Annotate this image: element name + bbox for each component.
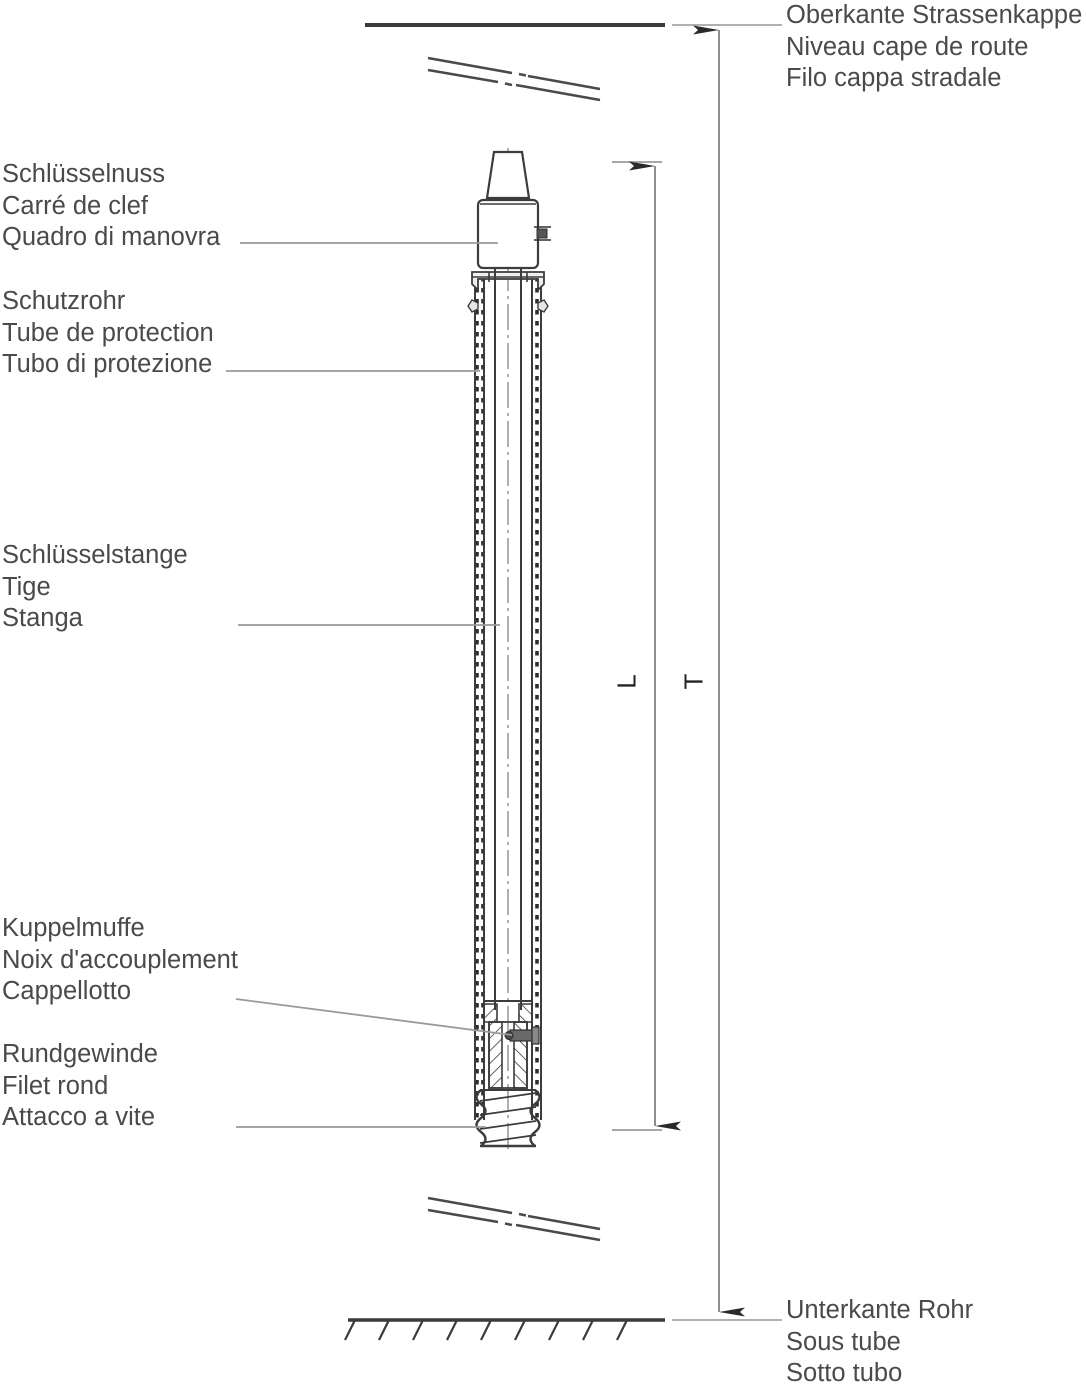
callout-schluesselstange-it: Stanga xyxy=(2,604,83,632)
callout-schutzrohr-de: Schutzrohr xyxy=(2,287,126,315)
protective-tube-left-wall-hatch xyxy=(475,277,484,1120)
callout-schluesselnuss-fr: Carré de clef xyxy=(2,191,148,220)
collar-lug-right xyxy=(537,299,549,313)
callout-rundgewinde-de: Rundgewinde xyxy=(2,1040,158,1068)
callout-rundgewinde-it: Attacco a vite xyxy=(2,1103,156,1131)
callout-schutzrohr: Schutzrohr Tube de protection Tubo di pr… xyxy=(2,286,214,381)
coupling-seat-right xyxy=(518,1003,533,1023)
callout-schluesselnuss-de: Schlüsselnuss xyxy=(2,160,165,188)
key-nut-taper xyxy=(485,150,531,200)
callout-schluesselstange-fr: Tige xyxy=(2,572,51,601)
schutzrohr-part xyxy=(467,271,549,1120)
leader-lines-group xyxy=(226,242,513,1128)
dimension-label-L: L xyxy=(611,674,642,689)
ground-hatch-marks xyxy=(344,1319,628,1341)
callout-schutzrohr-it: Tubo di protezione xyxy=(2,350,213,378)
callout-kuppelmuffe-fr: Noix d'accouplement xyxy=(2,945,238,974)
coupling-seat-left xyxy=(483,1003,498,1023)
schluesselnuss-part xyxy=(476,150,551,270)
callout-kuppelmuffe: Kuppelmuffe Noix d'accouplement Cappello… xyxy=(2,913,238,1008)
callout-oberkante-strassenkappe: Oberkante Strassenkappe Niveau cape de r… xyxy=(786,0,1082,95)
callout-kuppelmuffe-de: Kuppelmuffe xyxy=(2,914,145,942)
thread-left-profile xyxy=(475,1089,487,1147)
ground-hatched-line-group xyxy=(344,1318,782,1341)
thread-helix-lines xyxy=(479,1092,537,1144)
callout-oberkante-strassenkappe-it: Filo cappa stradale xyxy=(786,64,1002,92)
callout-schluesselstange-de: Schlüsselstange xyxy=(2,541,188,569)
callout-oberkante-strassenkappe-fr: Niveau cape de route xyxy=(786,32,1029,61)
callout-schluesselnuss-it: Quadro di manovra xyxy=(2,223,221,251)
callout-schluesselnuss: Schlüsselnuss Carré de clef Quadro di ma… xyxy=(2,159,220,254)
callout-oberkante-strassenkappe-de: Oberkante Strassenkappe xyxy=(786,1,1083,29)
callout-schluesselstange: Schlüsselstange Tige Stanga xyxy=(2,540,188,635)
kuppelmuffe-part xyxy=(483,1000,540,1089)
protective-tube-right-wall-hatch xyxy=(532,277,541,1120)
coupling-sleeve-outline xyxy=(488,1021,528,1089)
schluesselstange-part xyxy=(488,268,528,1010)
key-nut-body xyxy=(476,198,540,270)
break-symbol-top xyxy=(427,56,601,102)
callout-unterkante-rohr: Unterkante Rohr Sous tube Sotto tubo xyxy=(786,1295,973,1390)
callout-rundgewinde-fr: Filet rond xyxy=(2,1071,109,1100)
collar-lug-left xyxy=(467,299,479,313)
callout-rundgewinde: Rundgewinde Filet rond Attacco a vite xyxy=(2,1039,158,1134)
break-symbol-bottom xyxy=(427,1196,601,1242)
dimension-label-T: T xyxy=(678,673,709,690)
callout-unterkante-rohr-it: Sotto tubo xyxy=(786,1359,903,1387)
key-nut-pin xyxy=(534,226,551,241)
rundgewinde-part xyxy=(475,1089,541,1148)
callout-kuppelmuffe-it: Cappellotto xyxy=(2,977,132,1005)
callout-schutzrohr-fr: Tube de protection xyxy=(2,318,214,347)
leader-kuppelmuffe xyxy=(235,998,513,1036)
protective-tube-collar xyxy=(467,271,549,313)
callout-unterkante-rohr-de: Unterkante Rohr xyxy=(786,1296,974,1324)
dimension-line-L xyxy=(612,161,681,1131)
callout-unterkante-rohr-fr: Sous tube xyxy=(786,1327,901,1356)
